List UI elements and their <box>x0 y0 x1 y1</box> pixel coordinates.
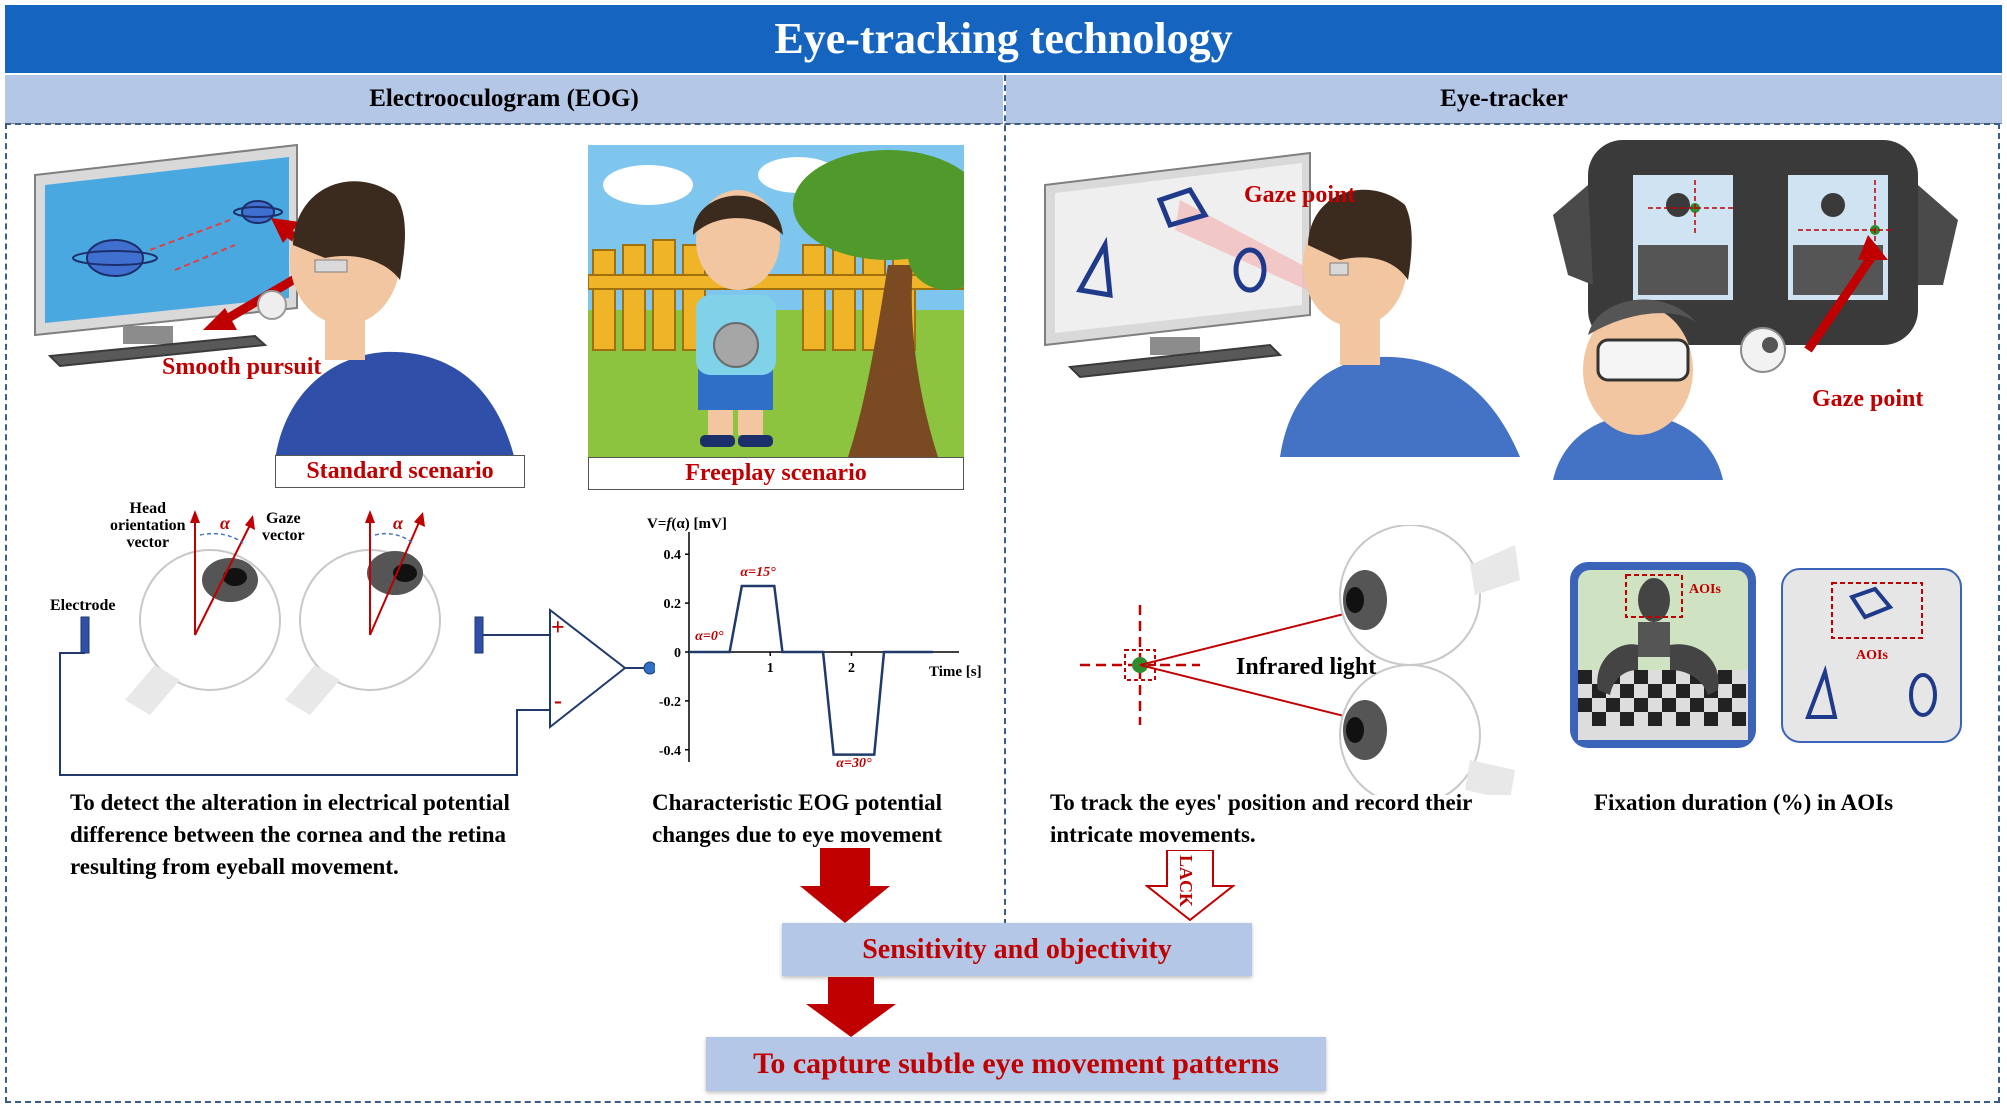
down-arrow-eog <box>800 848 890 923</box>
infrared-tracking-diagram <box>1080 525 1520 795</box>
panel-frame <box>5 123 2000 1103</box>
gaze-point-label: Gaze point <box>1244 182 1356 208</box>
eye-tracker-section-header: Eye-tracker <box>1006 75 2002 124</box>
gaze-vector-line-2: vector <box>262 527 305 544</box>
chart-annotation: α=30° <box>836 756 872 771</box>
smooth-pursuit-illustration <box>34 143 515 460</box>
fixation-caption: Fixation duration (%) in AOIs <box>1594 790 1894 815</box>
vr-headset-illustration <box>1553 140 1958 480</box>
eog-section-header: Electrooculogram (EOG) <box>5 75 1003 124</box>
freeplay-scenario-caption: Freeplay scenario <box>588 457 964 490</box>
eog-circuit-diagram <box>59 510 655 776</box>
capture-result-box: To capture subtle eye movement patterns <box>706 1037 1326 1091</box>
chart-x-tick-label: 2 <box>848 661 855 676</box>
chart-x-label: Time [s] <box>929 664 982 680</box>
chart-annotation: α=0° <box>695 629 724 644</box>
head-orientation-line-3: vector <box>126 534 170 551</box>
gaze-vector-label: Gaze vector <box>262 510 305 544</box>
op-amp-plus: + <box>551 615 565 641</box>
eog-description: To detect the alteration in electrical p… <box>70 790 510 879</box>
eog-chart-caption: Characteristic EOG potential changes due… <box>652 790 943 847</box>
panel-divider <box>1004 75 1006 925</box>
chart-series-line-0 <box>689 584 933 756</box>
alpha-label-2: α <box>393 513 403 533</box>
lack-arrow <box>1145 850 1235 922</box>
eog-potential-chart: V=f(α) [mV] Time [s] 0.4 0.2 0 -0.2 -0.4 1 2 α=0°… <box>647 516 982 771</box>
alpha-label-1: α <box>220 513 230 533</box>
aoi-robot-panel <box>1570 562 1756 748</box>
aoi-label-shapes: AOIs <box>1856 648 1888 663</box>
smooth-pursuit-label: Smooth pursuit <box>162 354 322 380</box>
head-orientation-label: Head orientation vector <box>110 500 186 551</box>
gaze-point-illustration <box>1044 151 1520 457</box>
eye-tracker-description: To track the eyes' position and record t… <box>1050 790 1472 847</box>
infrared-light-label: Infrared light <box>1236 654 1377 680</box>
gaze-vector-line-1: Gaze <box>265 510 301 527</box>
chart-annotation: α=15° <box>740 565 776 580</box>
gaze-point-vr-label: Gaze point <box>1812 386 1924 412</box>
page-title: Eye-tracking technology <box>5 5 2002 73</box>
aoi-label-robot: AOIs <box>1689 582 1721 597</box>
chart-x-tick-label: 1 <box>767 661 774 676</box>
chart-y-label: V=f(α) [mV] <box>647 516 727 532</box>
lack-label: LACK <box>1176 855 1196 908</box>
head-orientation-line-2: orientation <box>110 517 186 534</box>
chart-y-tick-label: -0.4 <box>659 744 681 759</box>
chart-y-tick-label: 0.2 <box>664 597 682 612</box>
freeplay-illustration <box>588 145 964 457</box>
chart-y-tick-label: 0.4 <box>664 548 682 563</box>
down-arrow-result <box>806 977 896 1037</box>
head-orientation-line-1: Head <box>129 500 166 517</box>
electrode-label: Electrode <box>50 597 116 614</box>
chart-y-tick-label: -0.2 <box>659 695 681 710</box>
chart-y-tick-label: 0 <box>674 646 681 661</box>
aoi-shapes-panel <box>1781 568 1962 743</box>
standard-scenario-caption: Standard scenario <box>275 455 525 488</box>
sensitivity-result-box: Sensitivity and objectivity <box>782 923 1252 976</box>
op-amp-minus: - <box>554 688 562 714</box>
